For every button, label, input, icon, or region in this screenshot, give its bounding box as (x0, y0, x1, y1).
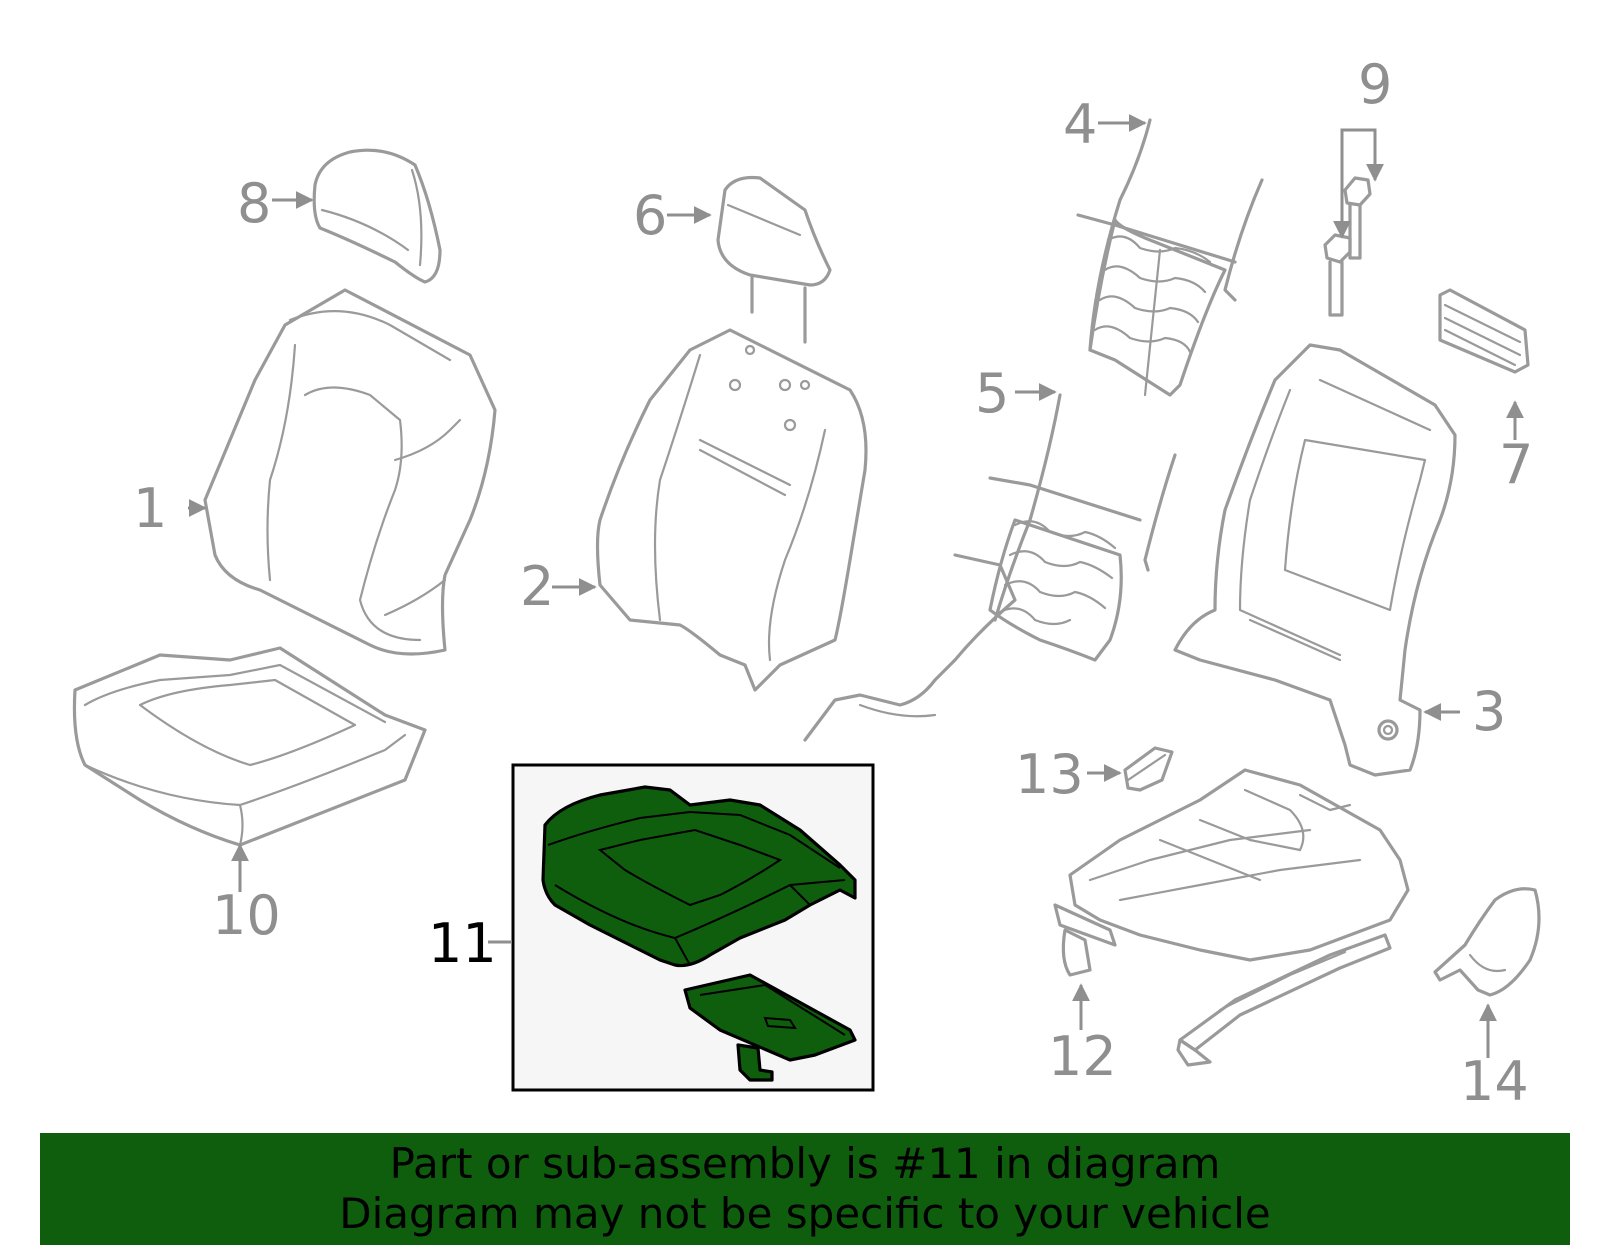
part-3-seat-back-frame[interactable] (1173, 343, 1457, 777)
callout-7: 7 (1499, 433, 1533, 496)
callout-5: 5 (975, 362, 1009, 425)
callout-8: 8 (237, 172, 271, 235)
callout-10: 10 (212, 884, 281, 947)
part-13-trim[interactable] (1123, 746, 1174, 792)
footer-banner: Part or sub-assembly is #11 in diagram D… (40, 1133, 1570, 1245)
part-6-headrest[interactable] (716, 175, 832, 344)
part-7-bracket[interactable] (1438, 288, 1530, 374)
callout-4: 4 (1063, 93, 1097, 156)
part-11-seat-cushion-pad[interactable] (541, 785, 857, 968)
part-5-lumbar-support-cable[interactable] (803, 393, 1177, 742)
callout-11[interactable]: 11 (428, 912, 497, 975)
callout-2: 2 (520, 555, 554, 618)
callout-14: 14 (1460, 1050, 1529, 1113)
callout-6: 6 (633, 184, 667, 247)
callout-3: 3 (1472, 680, 1506, 743)
part-11-seat-pan-insert[interactable] (683, 973, 857, 1082)
part-14-side-shield[interactable] (1433, 887, 1541, 997)
callout-arrows (188, 114, 1524, 1058)
footer-line-2: Diagram may not be specific to your vehi… (339, 1189, 1271, 1238)
part-4-lumbar-support[interactable] (1076, 118, 1264, 397)
callout-12: 12 (1048, 1025, 1117, 1088)
callout-9: 9 (1358, 53, 1392, 116)
callout-1: 1 (133, 477, 167, 540)
footer-line-1: Part or sub-assembly is #11 in diagram (389, 1139, 1221, 1188)
part-9-bolts[interactable] (1323, 176, 1372, 317)
part-10-seat-cushion-cover[interactable] (72, 646, 427, 847)
part-8-headrest[interactable] (312, 148, 442, 284)
part-12-seat-adjuster[interactable] (1053, 768, 1410, 1067)
part-2-seat-back-pad[interactable] (595, 328, 868, 692)
callout-13: 13 (1015, 743, 1084, 806)
part-11-inset-box[interactable] (511, 763, 875, 1092)
part-1-seat-back-cover[interactable] (203, 288, 497, 656)
